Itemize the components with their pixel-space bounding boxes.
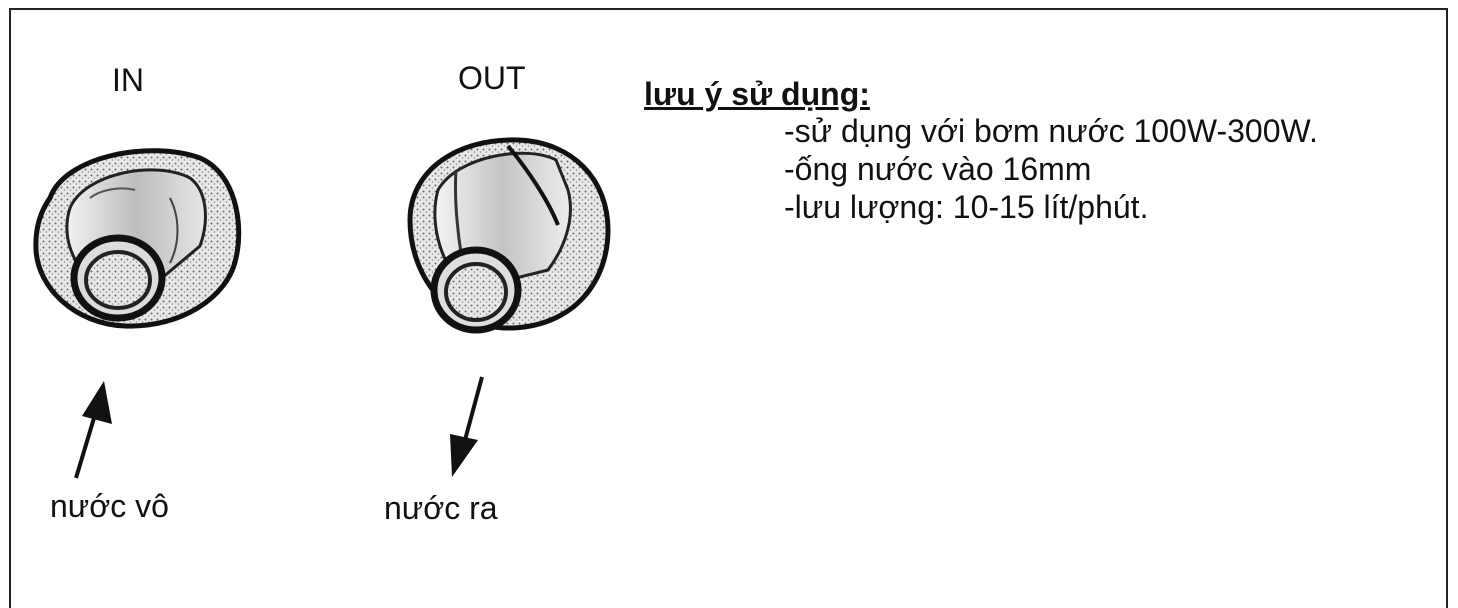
usage-notes: lưu ý sử dụng: -sử dụng với bơm nước 100… — [644, 76, 1318, 226]
diagram-frame — [9, 8, 1448, 608]
usage-note-inlet-pipe: -ống nước vào 16mm — [784, 151, 1092, 187]
out-fitting-illustration — [407, 137, 611, 334]
out-flow-label: nước ra — [384, 490, 498, 526]
in-port-label: IN — [112, 62, 144, 98]
usage-note-flow-rate: -lưu lượng: 10-15 lít/phút. — [784, 189, 1149, 225]
usage-notes-list: -sử dụng với bơm nước 100W-300W. -ống nư… — [644, 112, 1318, 226]
out-port-label: OUT — [458, 60, 526, 96]
in-flow-label: nước vô — [50, 488, 169, 524]
usage-note-pump-power: -sử dụng với bơm nước 100W-300W. — [784, 113, 1318, 149]
usage-notes-title: lưu ý sử dụng: — [644, 76, 870, 112]
in-fitting-illustration — [33, 148, 242, 329]
